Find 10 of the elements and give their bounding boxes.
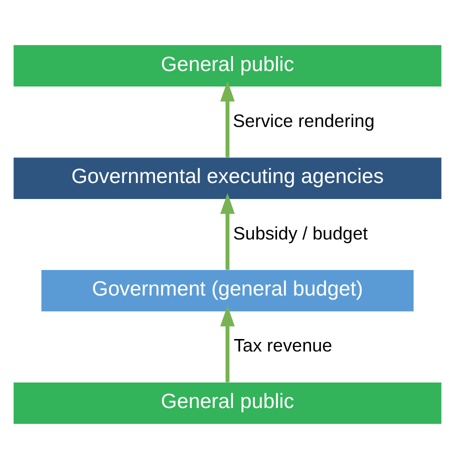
edge-label: Subsidy / budget [233, 222, 368, 243]
node-box: Government (general budget) [41, 270, 414, 311]
edge-label: Service rendering [232, 110, 375, 130]
arrow [220, 305, 235, 382]
node-box: General public [14, 44, 442, 86]
node-box: General public [14, 382, 442, 424]
node-box: Governmental executing agencies [14, 157, 442, 198]
arrow [220, 80, 235, 157]
arrow [220, 192, 235, 270]
edge-label: Tax revenue [234, 335, 332, 356]
